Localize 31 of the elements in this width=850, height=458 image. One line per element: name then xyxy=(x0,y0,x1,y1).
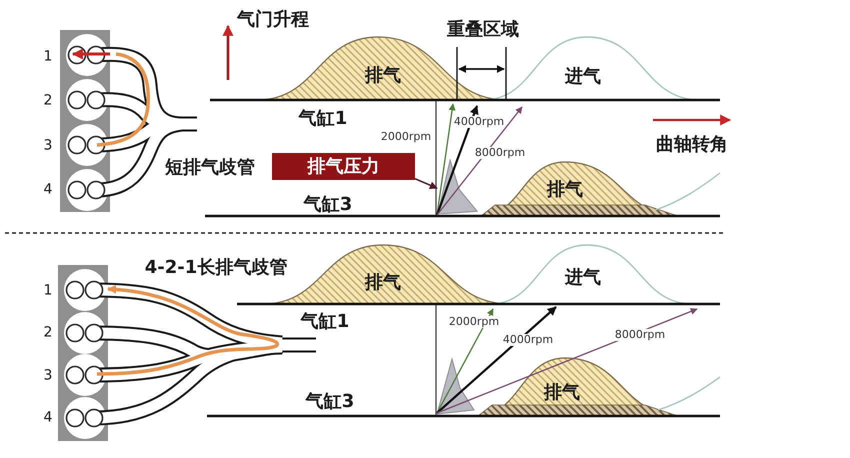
manifold-label: 4-2-1长排气歧管 xyxy=(144,258,288,278)
cylinder-number: 4 xyxy=(44,410,52,426)
cylinder-number: 1 xyxy=(44,49,52,65)
cylinder-label: 气缸1 xyxy=(300,312,350,332)
curve-label: 排气 xyxy=(544,383,580,403)
curve-label: 进气 xyxy=(565,67,601,87)
cylinder-number: 3 xyxy=(44,138,52,154)
rpm-label: 4000rpm xyxy=(452,116,506,128)
rpm-label: 2000rpm xyxy=(448,316,500,328)
rpm-label: 8000rpm xyxy=(474,146,526,160)
rpm-label: 4000rpm xyxy=(502,334,554,346)
dimension-label: 重叠区域 xyxy=(447,20,519,40)
curve-label: 进气 xyxy=(565,268,601,288)
curve-label: 排气 xyxy=(365,273,401,293)
cylinder-label: 气缸3 xyxy=(306,392,354,412)
axis-label: 气门升程 xyxy=(237,10,309,30)
curve-label: 排气 xyxy=(365,66,401,86)
cylinder-label: 气缸3 xyxy=(304,195,352,215)
cylinder-label: 气缸1 xyxy=(298,109,348,129)
curve-label: 排气 xyxy=(547,180,583,200)
leader-line xyxy=(414,178,438,190)
cylinder-number: 2 xyxy=(44,325,52,341)
cylinder-number: 2 xyxy=(44,93,52,109)
cylinder-number: 4 xyxy=(44,182,52,198)
rpm-label: 2000rpm xyxy=(380,130,432,144)
cylinder-number: 3 xyxy=(44,368,52,384)
rpm-label: 8000rpm xyxy=(614,328,666,342)
label-box: 排气压力 xyxy=(272,153,415,180)
manifold-label: 短排气歧管 xyxy=(165,158,255,178)
axis-label: 曲轴转角 xyxy=(656,135,728,155)
cylinder-number: 1 xyxy=(44,283,52,299)
